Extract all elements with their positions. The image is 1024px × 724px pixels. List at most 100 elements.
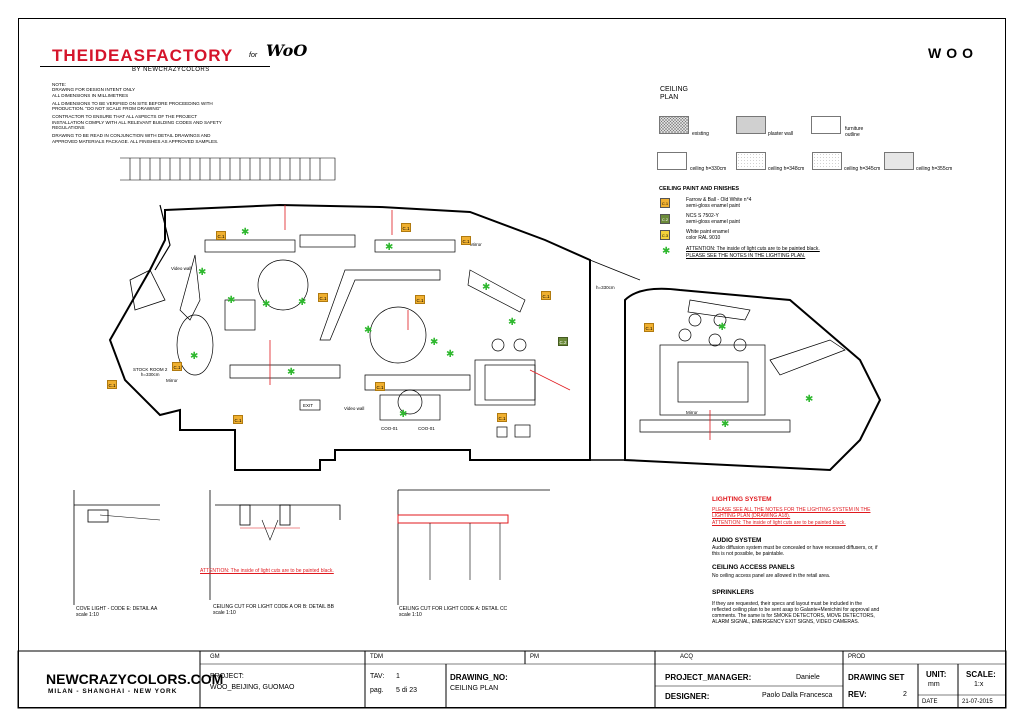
star-icon: ✱ xyxy=(508,317,517,328)
star-icon: ✱ xyxy=(198,267,207,278)
star-icon: ✱ xyxy=(662,246,671,257)
audio-title: AUDIO SYSTEM xyxy=(712,537,762,544)
access-title: CEILING ACCESS PANELS xyxy=(712,564,795,571)
finish-swatch-c2: C.2 xyxy=(660,214,670,224)
tb-tav-value: 1 xyxy=(396,673,400,680)
finish-tag-c1: C.1 xyxy=(415,295,425,304)
legend-label: ceiling h=345cm xyxy=(844,166,881,172)
ceiling-height-label: h=330cm xyxy=(596,285,615,290)
legend-label: ceiling h=330cm xyxy=(690,166,727,172)
detail-caption: CEILING CUT FOR LIGHT code A or B: DETAI… xyxy=(213,604,334,610)
video-wall-label: Video wall xyxy=(171,266,192,271)
tb-project-value: WOO_BEIJING, GUOMAO xyxy=(210,684,295,691)
audio-text: Audio diffusion system must be concealed… xyxy=(712,545,878,557)
tb-designer-label: DESIGNER: xyxy=(665,692,710,701)
star-icon: ✱ xyxy=(430,337,439,348)
tb-unit-value: mm xyxy=(928,681,940,688)
sprinklers-title: SPRINKLERS xyxy=(712,589,754,596)
general-notes: NOTE: DRAWING FOR DESIGN INTENT ONLY ALL… xyxy=(52,82,222,147)
legend-swatch-ceiling-355 xyxy=(884,152,914,170)
finish-tag-c1: C.1 xyxy=(497,413,507,422)
access-text: No ceiling access panel are allowed in t… xyxy=(712,573,831,579)
legend-swatch-ceiling-330 xyxy=(657,152,687,170)
legend-label: plaster wall xyxy=(768,131,794,137)
tb-pm: PM xyxy=(530,654,539,660)
stock-room-label: STOCK ROOM 2 h=330cm xyxy=(133,367,168,377)
star-icon: ✱ xyxy=(446,349,455,360)
coo-label: COO-01 xyxy=(381,426,398,431)
legend-label: ceiling h=355cm xyxy=(916,166,953,172)
legend-swatch-ceiling-345 xyxy=(812,152,842,170)
finish-tag-c1: C.1 xyxy=(318,293,328,302)
client-title: WOO xyxy=(928,45,978,61)
note-line: ALL DIMENSIONS TO BE VERIFIED ON SITE BE… xyxy=(52,100,213,112)
tb-rev-value: 2 xyxy=(903,691,907,698)
legend-swatch-ceiling-348 xyxy=(736,152,766,170)
finish-tag-c1: C.1 xyxy=(172,362,182,371)
star-icon: ✱ xyxy=(364,325,373,336)
star-icon: ✱ xyxy=(482,282,491,293)
star-icon: ✱ xyxy=(262,299,271,310)
finish-tag-c1: C.1 xyxy=(375,382,385,391)
finish-tag-c1: C.1 xyxy=(107,380,117,389)
lighting-attention: ATTENTION: The inside of light cuts are … xyxy=(712,520,846,526)
finish-tag-c1: C.1 xyxy=(233,415,243,424)
tb-unit-label: UNIT: xyxy=(926,670,947,679)
legend-label: existing xyxy=(692,131,709,137)
note-line: DRAWING TO BE READ IN CONJUNCTION WITH D… xyxy=(52,133,219,144)
note-line: CONTRACTOR TO ENSURE THAT ALL ASPECTS OF… xyxy=(52,114,222,131)
star-icon: ✱ xyxy=(298,297,307,308)
star-icon: ✱ xyxy=(227,295,236,306)
tb-project-label: PROJECT: xyxy=(210,673,244,680)
tb-date-label: DATE xyxy=(922,699,938,705)
mirror-label: Mirror xyxy=(166,378,178,383)
exit-label: EXIT xyxy=(303,403,314,408)
finish-tag-c1: C.1 xyxy=(401,223,411,232)
tb-date-value: 21-07-2015 xyxy=(962,699,993,705)
brand-logo: THEIDEASFACTORY xyxy=(52,46,234,65)
lighting-title: LIGHTING SYSTEM xyxy=(712,496,772,503)
finish-label: Farrow & Ball - Old White n°4 semi-gloss… xyxy=(686,197,752,209)
company-logo: NEWCRAZYCOLORS.COM xyxy=(46,671,224,687)
mirror-label: Mirror xyxy=(686,410,698,415)
finish-tag-c1: C.1 xyxy=(461,236,471,245)
tb-drawing-no-label: DRAWING_NO: xyxy=(450,673,508,682)
legend-swatch-existing xyxy=(659,116,689,134)
detail-scale: scale 1:10 xyxy=(213,610,236,616)
star-icon: ✱ xyxy=(190,351,199,362)
star-icon: ✱ xyxy=(385,242,394,253)
tb-scale-label: SCALE: xyxy=(966,670,996,679)
detail-caption: COVE LIGHT - code E: DETAIL AA xyxy=(76,606,158,612)
tb-designer-value: Paolo Dalla Francesca xyxy=(762,692,833,699)
legend-swatch-plaster xyxy=(736,116,766,134)
finish-tag-c1: C.1 xyxy=(541,291,551,300)
tb-acq: ACQ xyxy=(680,654,694,660)
detail-scale: scale 1:10 xyxy=(399,612,422,618)
tb-rev-label: REV: xyxy=(848,690,867,699)
tb-drawing-set-label: DRAWING SET xyxy=(848,673,905,682)
tb-prod: PROD xyxy=(848,654,866,660)
tb-gm: GM xyxy=(210,654,220,660)
finish-tag-c1: C.1 xyxy=(216,231,226,240)
tb-tdm: TDM xyxy=(370,654,383,660)
notes-heading: NOTE: xyxy=(52,82,67,87)
note-line: DRAWING FOR DESIGN INTENT ONLY ALL DIMEN… xyxy=(52,87,136,98)
legend-attention: ATTENTION: The inside of light cuts are … xyxy=(686,246,820,252)
finish-tag-c2: C.2 xyxy=(558,337,568,346)
sprinklers-text: If they are requested, their specs and l… xyxy=(712,601,880,625)
star-icon: ✱ xyxy=(241,227,250,238)
tb-tav-label: TAV: xyxy=(370,673,385,680)
legend-title: CEILING PLAN xyxy=(660,86,689,101)
lighting-text: PLEASE SEE ALL THE NOTES FOR THE LIGHTIN… xyxy=(712,507,871,519)
finishes-title: CEILING PAINT AND FINISHES xyxy=(659,186,740,192)
staircase xyxy=(120,157,336,181)
tb-pag-label: pag. xyxy=(370,687,384,694)
finish-tag-c1: C.1 xyxy=(644,323,654,332)
for-text: for xyxy=(249,52,258,59)
tb-scale-value: 1:x xyxy=(974,681,984,688)
star-icon: ✱ xyxy=(287,367,296,378)
video-wall-label: Video wall xyxy=(344,406,365,411)
detail-scale: scale 1:10 xyxy=(76,612,99,618)
star-icon: ✱ xyxy=(721,419,730,430)
